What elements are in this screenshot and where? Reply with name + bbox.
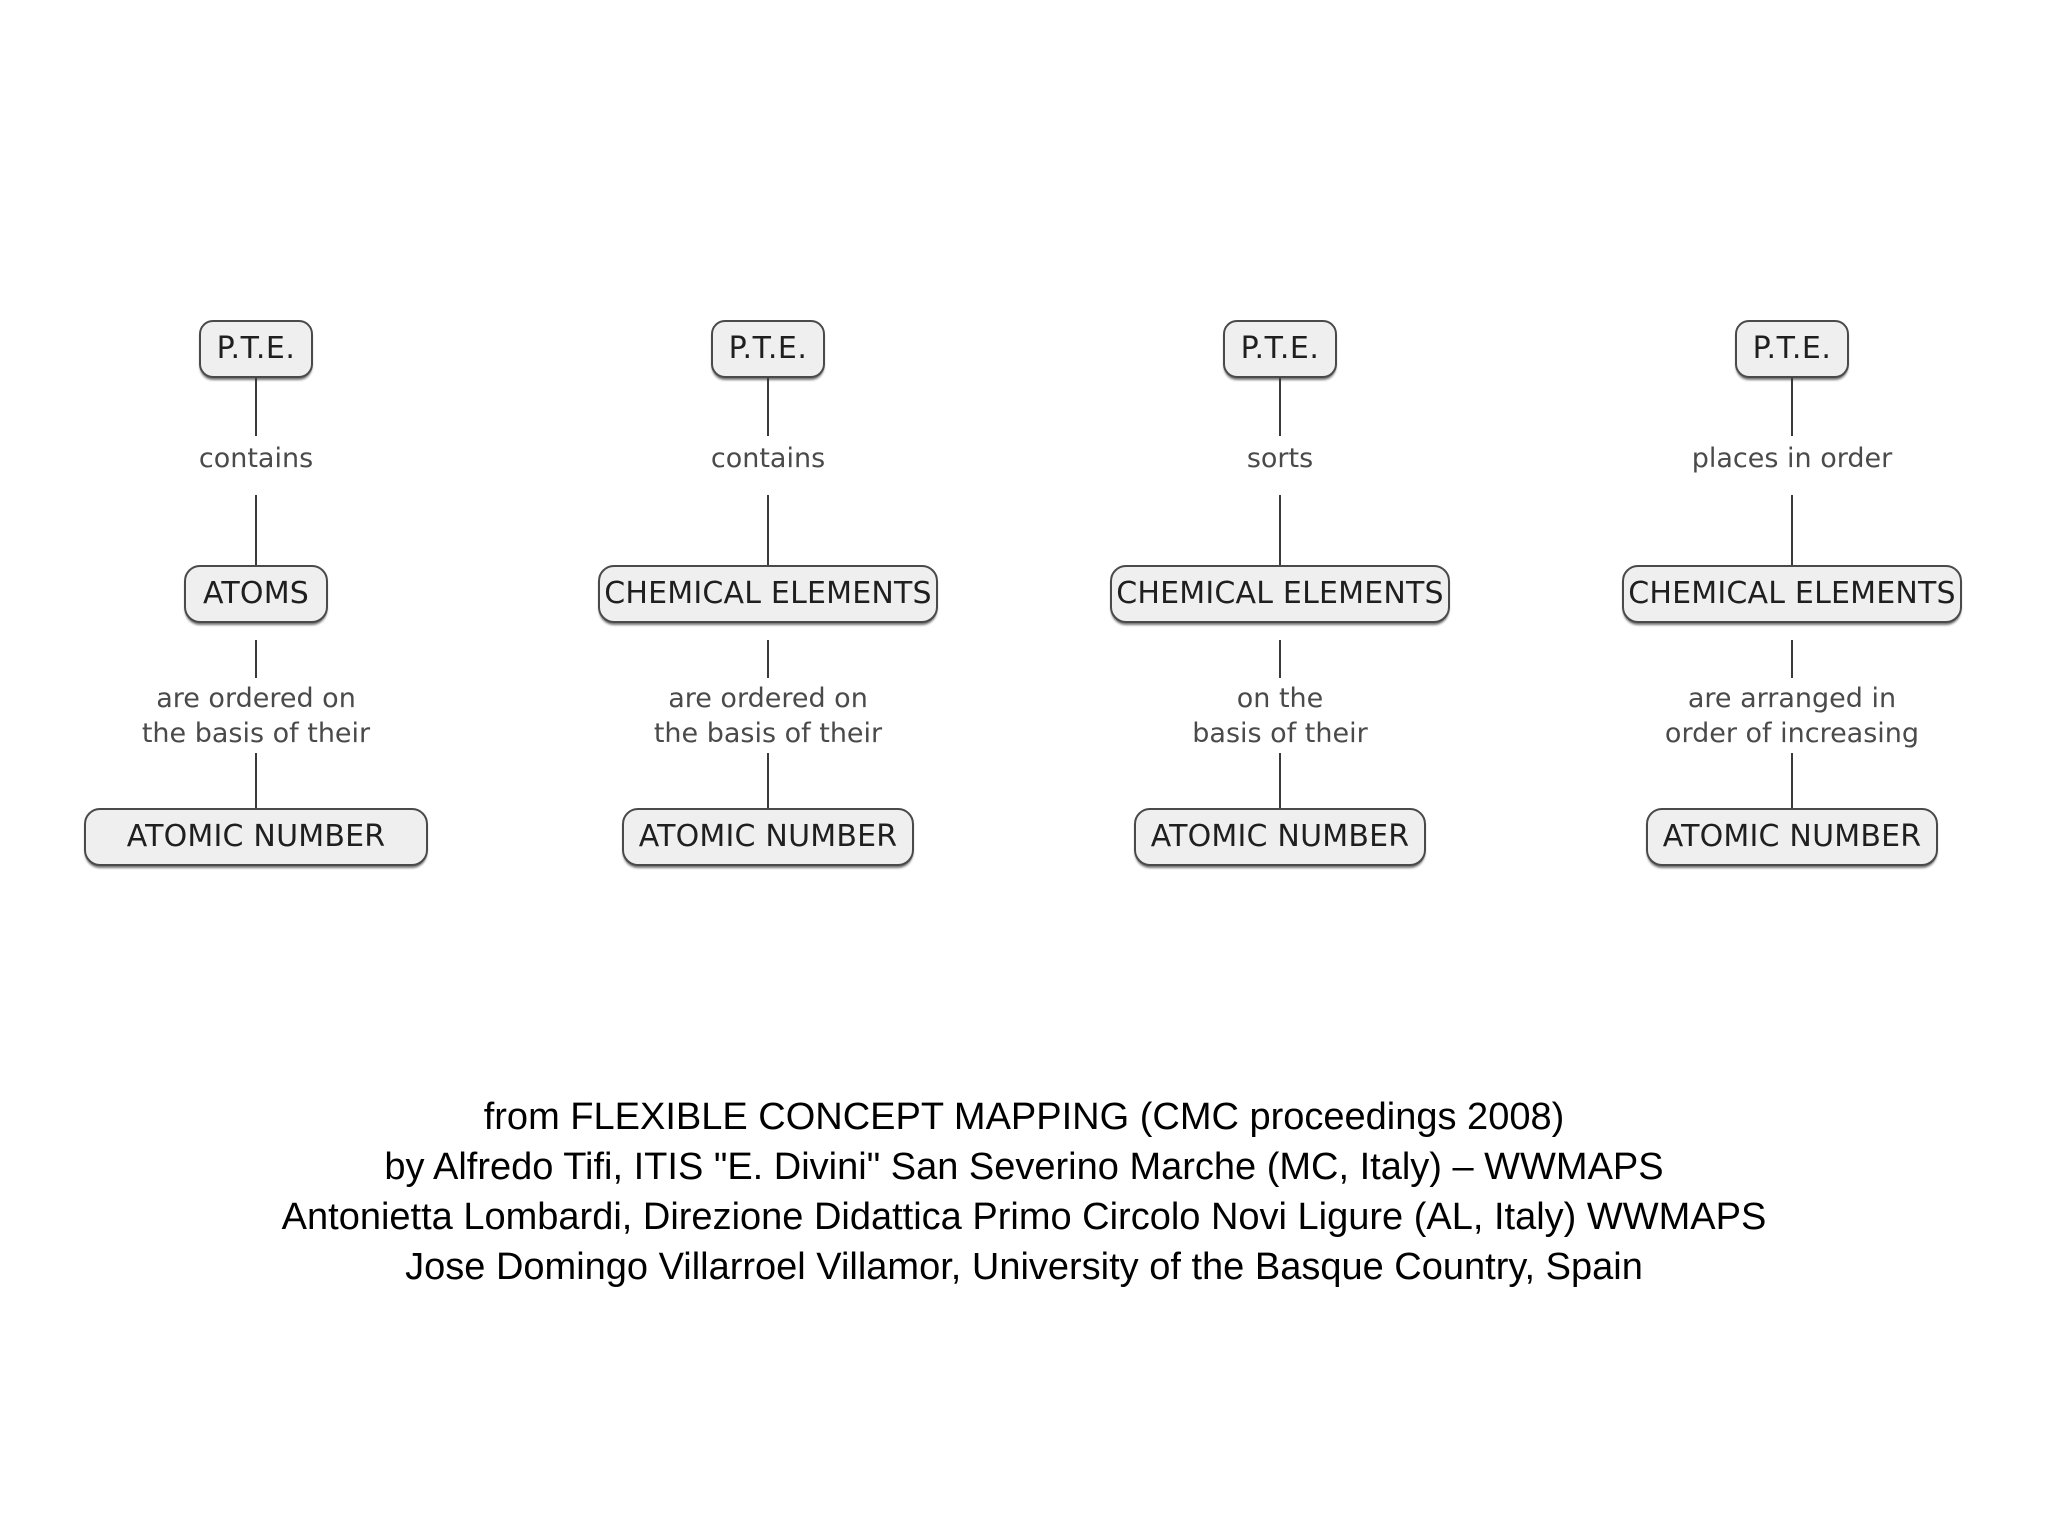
node-concept-mid[interactable]: ATOMS (184, 565, 328, 623)
node-atomic-number[interactable]: ATOMIC NUMBER (622, 808, 914, 866)
concept-map-variant-2: P.T.E. contains CHEMICAL ELEMENTS are or… (512, 300, 1024, 900)
connector-mid-to-link2 (1279, 640, 1281, 678)
connector-link2-to-bottom (255, 753, 257, 808)
connector-top-to-link1 (1791, 378, 1793, 436)
concept-map-variant-3: P.T.E. sorts CHEMICAL ELEMENTS on the ba… (1024, 300, 1536, 900)
link-phrase-2: are ordered on the basis of their (141, 683, 371, 749)
caption-line-author-3: Jose Domingo Villarroel Villamor, Univer… (405, 1246, 1643, 1289)
connector-mid-to-link2 (255, 640, 257, 678)
node-pte[interactable]: P.T.E. (1735, 320, 1849, 378)
link-phrase-1: contains (198, 443, 314, 474)
concept-map-group: P.T.E. contains ATOMS are ordered on the… (0, 300, 2048, 900)
connector-link2-to-bottom (1279, 753, 1281, 808)
connector-top-to-link1 (767, 378, 769, 436)
connector-top-to-link1 (255, 378, 257, 436)
caption-line-title: from FLEXIBLE CONCEPT MAPPING (CMC proce… (483, 1096, 1565, 1138)
node-concept-mid[interactable]: CHEMICAL ELEMENTS (1622, 565, 1962, 623)
connector-top-to-link1 (1279, 378, 1281, 436)
link-phrase-2: on the basis of their (1192, 683, 1368, 749)
connector-link1-to-mid (1791, 495, 1793, 565)
connector-link1-to-mid (255, 495, 257, 565)
node-pte[interactable]: P.T.E. (199, 320, 313, 378)
concept-map-variant-4: P.T.E. places in order CHEMICAL ELEMENTS… (1536, 300, 2048, 900)
link-phrase-2: are ordered on the basis of their (653, 683, 883, 749)
node-concept-mid[interactable]: CHEMICAL ELEMENTS (598, 565, 938, 623)
link-phrase-2: are arranged in order of increasing (1664, 683, 1920, 749)
node-pte[interactable]: P.T.E. (711, 320, 825, 378)
caption-line-author-1: by Alfredo Tifi, ITIS "E. Divini" San Se… (384, 1146, 1664, 1189)
node-concept-mid[interactable]: CHEMICAL ELEMENTS (1110, 565, 1450, 623)
caption-line-author-2: Antonietta Lombardi, Direzione Didattica… (281, 1196, 1767, 1239)
node-atomic-number[interactable]: ATOMIC NUMBER (1134, 808, 1426, 866)
link-phrase-1: contains (710, 443, 826, 474)
connector-link2-to-bottom (767, 753, 769, 808)
concept-map-variant-1: P.T.E. contains ATOMS are ordered on the… (0, 300, 512, 900)
connector-link1-to-mid (1279, 495, 1281, 565)
connector-mid-to-link2 (1791, 640, 1793, 678)
node-pte[interactable]: P.T.E. (1223, 320, 1337, 378)
connector-link2-to-bottom (1791, 753, 1793, 808)
link-phrase-1: sorts (1246, 443, 1314, 474)
node-atomic-number[interactable]: ATOMIC NUMBER (84, 808, 428, 866)
connector-mid-to-link2 (767, 640, 769, 678)
connector-link1-to-mid (767, 495, 769, 565)
source-attribution-caption: from FLEXIBLE CONCEPT MAPPING (CMC proce… (0, 1092, 2048, 1293)
node-atomic-number[interactable]: ATOMIC NUMBER (1646, 808, 1938, 866)
link-phrase-1: places in order (1691, 443, 1893, 474)
